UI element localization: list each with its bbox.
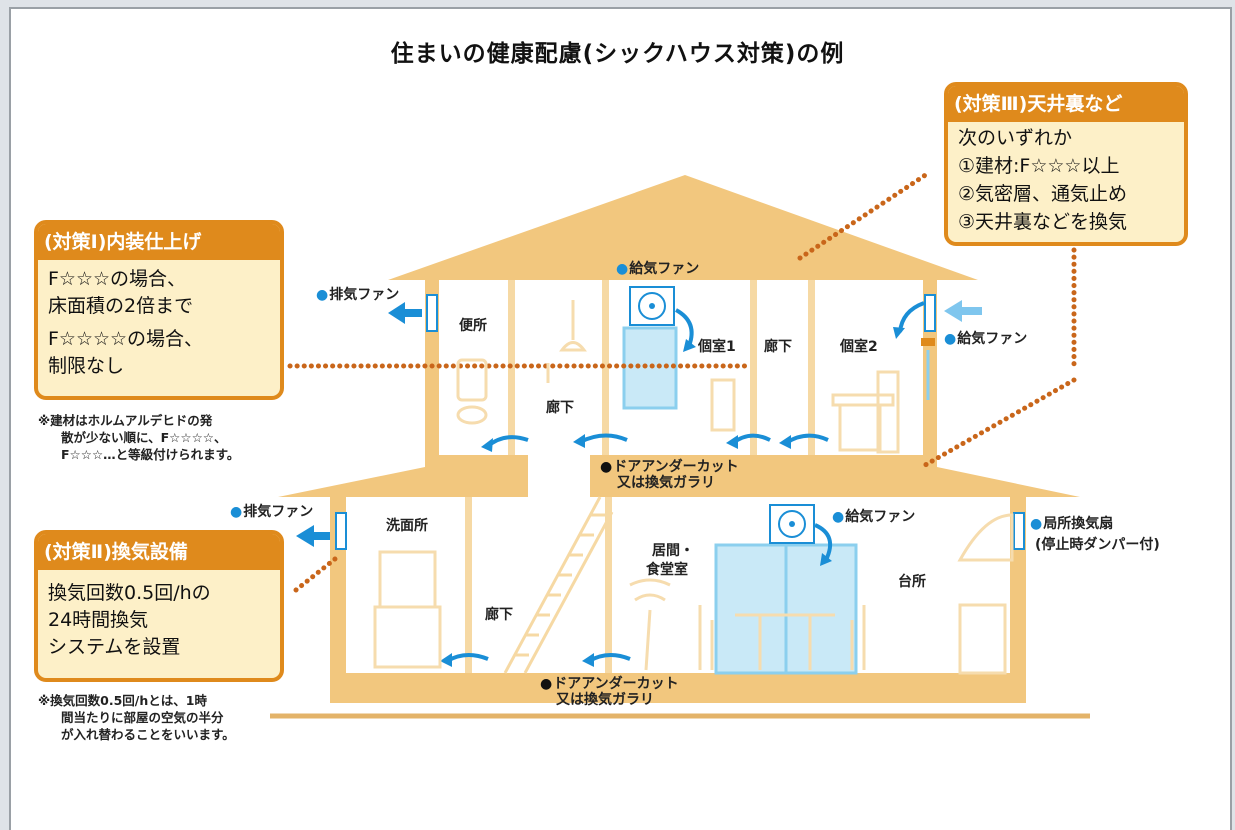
measure-1-line: 床面積の2倍まで xyxy=(48,295,194,317)
measure-1-line: F☆☆☆☆の場合、 xyxy=(48,328,204,350)
airflow-straight-arrows xyxy=(296,300,982,547)
measure-3-box: (対策Ⅲ)天井裏など 次のいずれか ①建材:F☆☆☆以上 ②気密層、通気止め ③… xyxy=(944,82,1188,246)
living-label: 居間・ xyxy=(652,543,694,559)
measure-2-line: システムを設置 xyxy=(48,636,181,658)
washroom-label: 洗面所 xyxy=(386,518,428,534)
supply-fan-roof-label: 給気ファン xyxy=(616,261,699,278)
measure-1-line: 制限なし xyxy=(48,355,125,377)
door-undercut-lower-label: ドアアンダーカット xyxy=(540,676,678,693)
measure-3-line: ③天井裏などを換気 xyxy=(958,211,1128,233)
note-line: 間当たりに部屋の空気の半分 xyxy=(61,710,224,725)
supply-fan-living-icon xyxy=(769,504,815,544)
exhaust-fan-lower-label: 排気ファン xyxy=(230,504,313,521)
measure-1-header: (対策Ⅰ)内装仕上げ xyxy=(38,224,280,260)
note-line: ※建材はホルムアルデヒドの発 xyxy=(38,413,213,428)
upper-roof xyxy=(388,175,978,280)
leader-dotted-lines xyxy=(287,169,1077,593)
local-fan-label: 局所換気扇 xyxy=(1030,516,1113,533)
airflow-arrow-heads xyxy=(440,327,905,667)
note-line: ※換気回数0.5回/hとは、1時 xyxy=(38,693,207,708)
note-line: 散が少ない順に、F☆☆☆☆、 xyxy=(61,430,227,445)
measure-1-box: (対策Ⅰ)内装仕上げ F☆☆☆の場合、 床面積の2倍まで F☆☆☆☆の場合、 制… xyxy=(34,220,284,400)
measure-1-line: F☆☆☆の場合、 xyxy=(48,268,187,290)
supply-fan-right-label: 給気ファン xyxy=(944,331,1027,348)
hallway-mid-label: 廊下 xyxy=(546,400,574,416)
private-room-2-label: 個室2 xyxy=(840,339,878,355)
furniture-sketches xyxy=(373,300,1014,675)
measure-2-header: (対策Ⅱ)換気設備 xyxy=(38,534,280,570)
supply-vent xyxy=(921,338,935,346)
staircase xyxy=(503,496,614,674)
note-line: が入れ替わることをいいます。 xyxy=(61,727,235,742)
measure-1-note: ※建材はホルムアルデヒドの発 散が少ない順に、F☆☆☆☆、 F☆☆☆…と等級付け… xyxy=(38,412,239,463)
kitchen-label: 台所 xyxy=(898,574,926,590)
measure-2-box: (対策Ⅱ)換気設備 換気回数0.5回/hの 24時間換気 システムを設置 xyxy=(34,530,284,682)
note-line: F☆☆☆…と等級付けられます。 xyxy=(61,447,240,462)
lower-roof-left xyxy=(278,467,528,497)
measure-3-line: ②気密層、通気止め xyxy=(958,183,1128,205)
diagram-title: 住まいの健康配慮(シックハウス対策)の例 xyxy=(390,41,845,67)
hallway-lower-label: 廊下 xyxy=(485,607,513,623)
measure-2-line: 24時間換気 xyxy=(48,609,149,631)
measure-3-line: ①建材:F☆☆☆以上 xyxy=(958,155,1120,177)
living-label-2: 食堂室 xyxy=(646,562,688,578)
toilet-label: 便所 xyxy=(459,318,487,334)
exhaust-fan-upper-label: 排気ファン xyxy=(316,287,399,304)
door-undercut-lower-label-2: 又は換気ガラリ xyxy=(556,692,654,708)
local-fan-label-2: (停止時ダンパー付) xyxy=(1035,537,1160,553)
supply-fan-lower-label: 給気ファン xyxy=(832,509,915,526)
measure-3-line: 次のいずれか xyxy=(958,127,1073,149)
wall-fan-icons xyxy=(335,294,1025,550)
measure-3-header: (対策Ⅲ)天井裏など xyxy=(948,86,1184,122)
hallway-upper-label: 廊下 xyxy=(764,339,792,355)
measure-2-note: ※換気回数0.5回/hとは、1時 間当たりに部屋の空気の半分 が入れ替わることを… xyxy=(38,692,235,743)
private-room-1-label: 個室1 xyxy=(698,339,736,355)
measure-2-line: 換気回数0.5回/hの xyxy=(48,582,211,604)
supply-fan-roof-icon xyxy=(629,286,675,326)
door-undercut-upper-label: ドアアンダーカット xyxy=(600,459,738,476)
door-undercut-upper-label-2: 又は換気ガラリ xyxy=(617,475,715,491)
